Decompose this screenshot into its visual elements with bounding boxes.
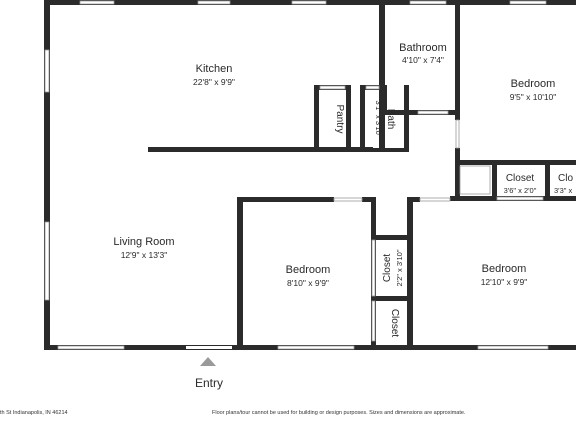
footer-disclaimer: Floor plans/tour cannot be used for buil… xyxy=(212,410,466,416)
doorway-closet-r1-bottom xyxy=(496,196,544,201)
wall-kitchen-divider xyxy=(148,147,373,152)
doorway-pantry-top xyxy=(319,85,346,90)
wall-pantry-right xyxy=(346,85,351,152)
bedroom-br-dims: 12'10" x 9'9" xyxy=(481,277,528,287)
bath-name: Bath xyxy=(385,109,396,130)
window-bottom-1 xyxy=(57,345,125,350)
room-labels: Kitchen 22'8" x 9'9" Bathroom 4'10" x 7'… xyxy=(113,42,573,390)
wall-bedroom-left-lower xyxy=(455,148,460,198)
wall-closet-col-mid xyxy=(371,296,413,301)
wall-closet-r1-left xyxy=(492,160,497,200)
bedroom-tr-name: Bedroom xyxy=(511,78,556,90)
doorway-bedroom-mid xyxy=(333,197,363,202)
bedroom-tr-dims: 9'5" x 10'10" xyxy=(510,92,557,102)
window-top-1 xyxy=(79,0,115,5)
doorway-bath-top xyxy=(365,85,380,90)
pantry-name: Pantry xyxy=(334,105,345,134)
window-top-2 xyxy=(197,0,231,5)
wall-bedroom-mid-top-b xyxy=(362,197,376,202)
bedroom-mid-dims: 8'10" x 9'9" xyxy=(287,278,329,288)
closet-v1-name: Closet xyxy=(382,254,393,283)
closet-v1-dims: 2'2" x 3'10" xyxy=(395,249,404,286)
wall-bath-bedroom xyxy=(455,0,460,120)
wall-bedroom-mid-left xyxy=(237,197,243,350)
bedroom-mid-name: Bedroom xyxy=(286,264,331,276)
bedroom-br-name: Bedroom xyxy=(482,263,527,275)
wall-bath-bottom xyxy=(360,148,408,152)
wall-bedroom-tr-bottom xyxy=(455,160,576,165)
wall-bath-right xyxy=(404,85,409,152)
bathroom-name: Bathroom xyxy=(399,42,447,54)
wall-bedroom-br-top xyxy=(407,197,420,202)
entry-arrow-icon xyxy=(200,357,216,366)
kitchen-dims: 22'8" x 9'9" xyxy=(193,77,235,87)
windows xyxy=(44,0,549,350)
wall-kitchen-bath xyxy=(379,0,385,152)
closet-r2-dims: 3'3" x xyxy=(554,186,573,195)
window-left-1 xyxy=(44,49,50,93)
window-top-5 xyxy=(509,0,547,5)
kitchen-name: Kitchen xyxy=(196,63,233,75)
window-top-4 xyxy=(409,0,447,5)
bath-dims: 3'1" x 3'10" xyxy=(374,101,383,138)
living-room-name: Living Room xyxy=(113,236,174,248)
window-top-3 xyxy=(291,0,327,5)
window-bottom-2 xyxy=(277,345,355,350)
doorway-bedroom-tr xyxy=(455,119,460,149)
wall-closet-col-top xyxy=(371,235,413,240)
doorway-closet-col xyxy=(371,239,376,297)
doorway-closet-r1 xyxy=(459,165,491,195)
wall-closet-col-right xyxy=(407,197,413,350)
closet-r2-name: Clo xyxy=(558,173,573,184)
doorway-bedroom-br xyxy=(419,197,451,202)
entry-label: Entry xyxy=(195,376,223,390)
wall-closet-r1-right xyxy=(545,160,550,200)
entry-doorway xyxy=(186,346,232,349)
doorway-bathroom-bottom xyxy=(417,110,449,115)
closet-r1-dims: 3'6" x 2'0" xyxy=(504,186,537,195)
closet-v2-name: Closet xyxy=(389,309,400,338)
wall-pantry-left xyxy=(314,85,319,152)
wall-bedroom-mid-top-a xyxy=(237,197,334,202)
window-left-2 xyxy=(44,221,50,301)
living-room-dims: 12'9" x 13'3" xyxy=(121,250,168,260)
bathroom-dims: 4'10" x 7'4" xyxy=(402,55,444,65)
window-bottom-3 xyxy=(477,345,549,350)
wall-bath-inner xyxy=(384,85,387,115)
footer-address: th St Indianapolis, IN 46214 xyxy=(0,410,68,416)
wall-bath-left xyxy=(360,85,365,152)
closet-r1-name: Closet xyxy=(506,173,535,184)
walls xyxy=(44,0,576,350)
doorway-closet-col-2 xyxy=(371,300,376,342)
wall-left xyxy=(44,0,50,350)
